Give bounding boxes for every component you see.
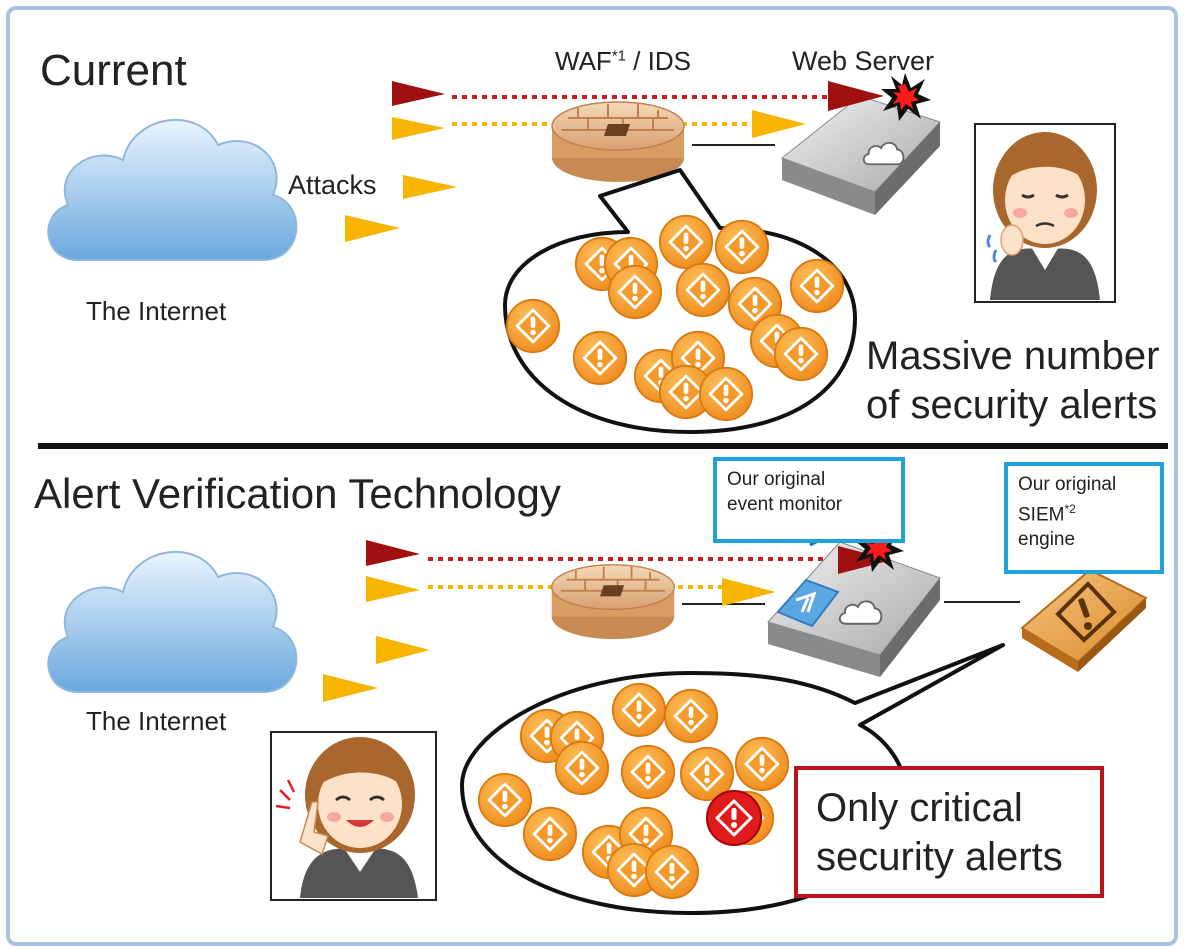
server-icon [767,541,941,677]
firewall-icon [550,563,676,641]
firewall-icon [551,101,685,183]
web-server-label: Web Server [792,46,935,76]
server-icon [780,95,941,215]
internet-cloud-icon [47,118,298,261]
diagram-art [38,73,1168,915]
section-title-current: Current [40,46,187,95]
happy-operator-icon [270,731,437,901]
worried-operator-icon [974,123,1116,303]
siem-engine-icon [1020,568,1148,672]
attack-flag-dark [392,81,445,106]
critical-alerts-caption: Only critical security alerts [794,766,1104,898]
alert-cluster-proposed [477,682,790,900]
section-title-proposed: Alert Verification Technology [34,470,561,517]
event-monitor-callout: Our original event monitor [713,457,905,543]
siem-engine-callout: Our original SIEM*2 engine [1004,462,1164,574]
attack-flag [392,117,445,140]
internet-label: The Internet [86,296,227,326]
event-monitor-icon [776,578,840,628]
internet-label: The Internet [86,706,227,736]
attack-flag [345,215,400,242]
attacks-label: Attacks [288,170,377,200]
massive-alerts-caption: Massive number of security alerts [866,334,1160,427]
explosion-icon [881,73,931,121]
waf-ids-label: WAF*1 / IDS [555,46,692,76]
critical-alert-icon [706,790,762,846]
attack-flag [403,175,457,199]
internet-cloud-icon [47,550,298,693]
